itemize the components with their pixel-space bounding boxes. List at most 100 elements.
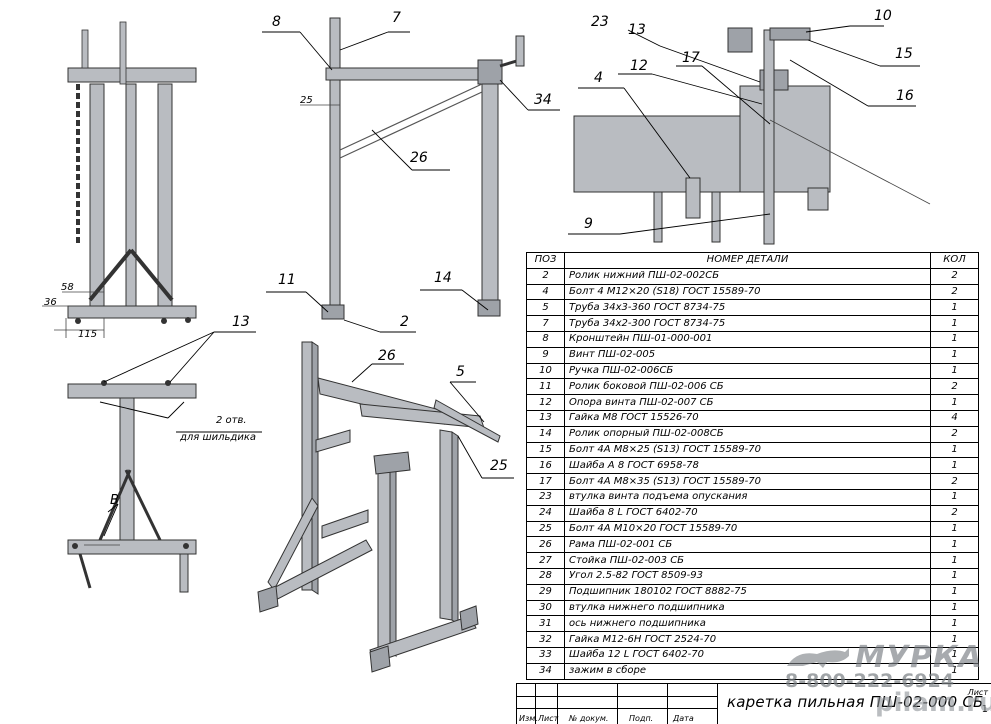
header-pos: ПОЗ — [526, 252, 565, 269]
row-name: Болт 4А М8×35 (S13) ГОСТ 15589-70 — [564, 473, 931, 490]
callout-11: 11 — [278, 272, 296, 288]
row-name: Подшипник 180102 ГОСТ 8882-75 — [564, 583, 931, 601]
row-pos: 16 — [526, 457, 565, 475]
detail-view — [573, 27, 931, 245]
note-plate: для шильдика — [179, 432, 256, 443]
row-pos: 13 — [526, 409, 565, 427]
row-pos: 32 — [526, 631, 565, 648]
row-pos: 26 — [526, 536, 565, 554]
row-pos: 12 — [526, 394, 565, 411]
tb-izm: Изм. — [519, 714, 538, 723]
row-pos: 5 — [526, 299, 565, 317]
row-name: Гайка М8 ГОСТ 15526-70 — [564, 409, 931, 427]
row-name: Опора винта ПШ-02-007 СБ — [564, 394, 931, 411]
callout-23: 23 — [591, 14, 609, 30]
row-pos: 14 — [526, 425, 565, 443]
row-pos: 15 — [526, 441, 565, 459]
row-pos: 33 — [526, 646, 565, 664]
tb-doc: № докум. — [569, 714, 609, 723]
row-qty: 1 — [930, 315, 979, 332]
row-pos: 17 — [526, 473, 565, 490]
row-pos: 31 — [526, 615, 565, 633]
callout-10: 10 — [874, 8, 892, 24]
row-pos: 7 — [526, 315, 565, 332]
row-name: Ролик нижний ПШ-02-002СБ — [564, 267, 931, 285]
row-name: Труба 34х3-360 ГОСТ 8734-75 — [564, 299, 931, 317]
row-qty: 1 — [930, 488, 979, 506]
tb-list: Лист — [538, 714, 559, 723]
row-name: Ролик боковой ПШ-02-006 СБ — [564, 378, 931, 396]
callout-5: 5 — [456, 364, 465, 380]
row-qty: 2 — [930, 267, 979, 285]
header-qty: КОЛ — [930, 252, 979, 269]
sheet-number: 1 — [981, 704, 988, 715]
row-qty: 2 — [930, 473, 979, 490]
row-qty: 1 — [930, 299, 979, 317]
row-name: втулка винта подъема опускания — [564, 488, 931, 506]
dim-25: 25 — [300, 95, 313, 106]
row-name: Болт 4А М8×25 (S13) ГОСТ 15589-70 — [564, 441, 931, 459]
row-qty: 1 — [930, 536, 979, 554]
row-pos: 27 — [526, 552, 565, 569]
row-pos: 28 — [526, 567, 565, 585]
row-qty: 2 — [930, 378, 979, 396]
row-qty: 1 — [930, 362, 979, 380]
row-qty: 1 — [930, 346, 979, 364]
title-block-grid: Изм. Лист № докум. Подп. Дата — [517, 684, 722, 724]
callout-15: 15 — [895, 46, 913, 62]
tb-date: Дата — [673, 714, 694, 723]
front-view: 58 36 115 — [42, 21, 197, 340]
callout-17: 17 — [682, 50, 700, 66]
view-b-label: В — [110, 493, 119, 508]
sheet-caption: Лист — [967, 688, 988, 697]
callout-26: 26 — [410, 150, 428, 166]
row-pos: 29 — [526, 583, 565, 601]
row-name: Труба 34х2-300 ГОСТ 8734-75 — [564, 315, 931, 332]
callout-25-iso: 25 — [490, 458, 508, 474]
header-name: НОМЕР ДЕТАЛИ — [564, 252, 931, 269]
row-qty: 1 — [930, 330, 979, 348]
row-qty: 1 — [930, 457, 979, 475]
row-name: Болт 4А М10×20 ГОСТ 15589-70 — [564, 520, 931, 538]
row-qty: 1 — [930, 520, 979, 538]
row-qty: 1 — [930, 394, 979, 411]
isometric-view — [257, 341, 501, 673]
callout-34: 34 — [534, 92, 552, 108]
row-qty: 1 — [930, 615, 979, 633]
row-qty: 4 — [930, 409, 979, 427]
row-qty: 1 — [930, 567, 979, 585]
row-pos: 34 — [526, 662, 565, 680]
callout-13-plan: 13 — [232, 314, 250, 330]
document-title: каретка пильная ПШ-02-000 СБ — [727, 693, 984, 711]
row-qty: 1 — [930, 646, 979, 664]
isometric-callouts: 26 5 25 — [351, 348, 514, 479]
row-name: Шайба 12 L ГОСТ 6402-70 — [564, 646, 931, 664]
row-qty: 2 — [930, 425, 979, 443]
callout-12: 12 — [630, 58, 648, 74]
row-name: втулка нижнего подшипника — [564, 599, 931, 617]
row-pos: 23 — [526, 488, 565, 506]
row-qty: 1 — [930, 631, 979, 648]
callout-26-iso: 26 — [378, 348, 396, 364]
dim-115: 115 — [78, 329, 97, 340]
row-pos: 10 — [526, 362, 565, 380]
dim-58: 58 — [61, 282, 74, 293]
